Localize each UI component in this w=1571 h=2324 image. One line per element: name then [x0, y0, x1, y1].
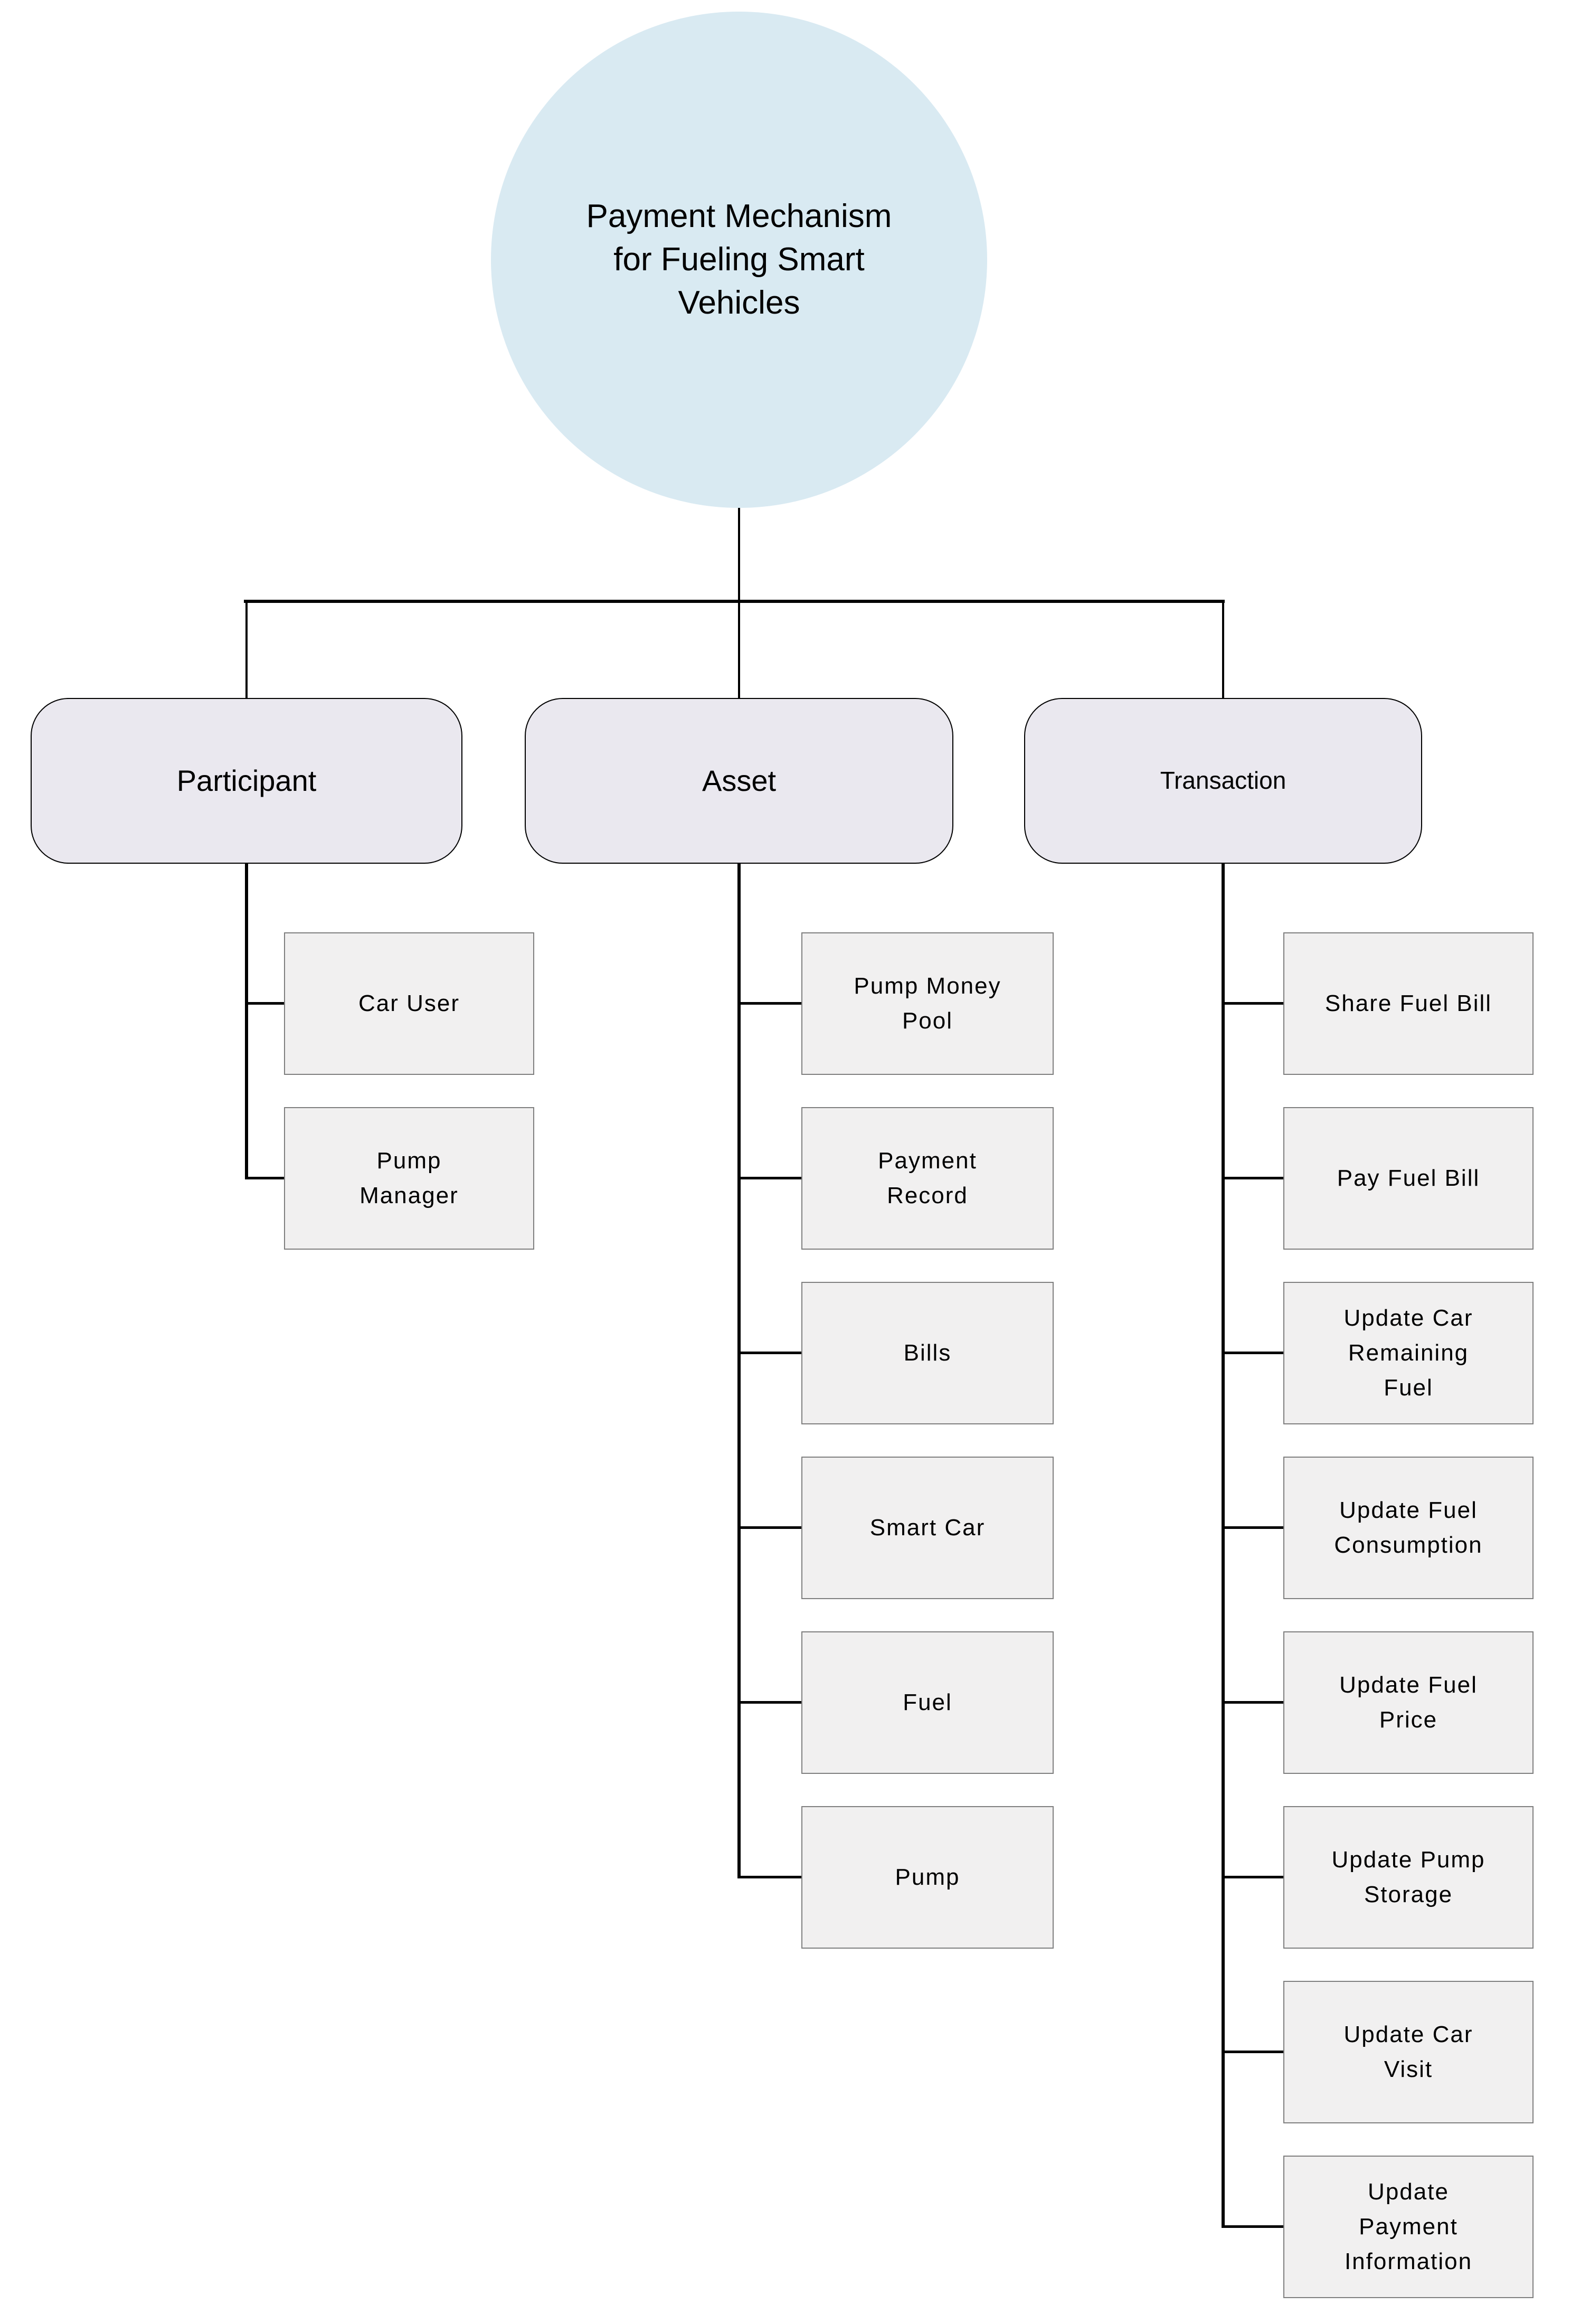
connector-participant-vertical	[245, 864, 248, 1179]
node-payment-record: Payment Record	[801, 1107, 1054, 1250]
connector-stub	[245, 1002, 284, 1005]
branch-participant: Participant	[31, 698, 462, 864]
connector-stub	[1222, 2051, 1283, 2053]
connector-drop-participant	[245, 602, 248, 698]
connector-stub	[1222, 1876, 1283, 1878]
connector-stub	[737, 1526, 801, 1529]
connector-stub	[737, 1352, 801, 1354]
connector-stub	[1222, 1352, 1283, 1354]
node-update-car-visit: Update Car Visit	[1283, 1981, 1534, 2123]
connector-stub	[1222, 1701, 1283, 1704]
connector-stub	[737, 1177, 801, 1179]
connector-stub	[737, 1876, 801, 1878]
node-smart-car: Smart Car	[801, 1457, 1054, 1599]
connector-drop-transaction	[1222, 602, 1224, 698]
node-share-fuel-bill: Share Fuel Bill	[1283, 932, 1534, 1075]
connector-drop-asset	[738, 602, 740, 698]
node-pump-money-pool: Pump Money Pool	[801, 932, 1054, 1075]
connector-crossbar	[244, 600, 1225, 603]
node-fuel: Fuel	[801, 1631, 1054, 1774]
branch-asset: Asset	[525, 698, 953, 864]
root-node: Payment Mechanism for Fueling Smart Vehi…	[491, 12, 987, 508]
connector-stub	[737, 1701, 801, 1704]
node-update-pump-storage: Update Pump Storage	[1283, 1806, 1534, 1949]
connector-stub	[1222, 2225, 1283, 2228]
node-update-fuel-price: Update Fuel Price	[1283, 1631, 1534, 1774]
node-bills: Bills	[801, 1282, 1054, 1424]
connector-stub	[1222, 1002, 1283, 1005]
node-car-user: Car User	[284, 932, 534, 1075]
node-pump: Pump	[801, 1806, 1054, 1949]
node-update-fuel-consumption: Update Fuel Consumption	[1283, 1457, 1534, 1599]
node-pump-manager: Pump Manager	[284, 1107, 534, 1250]
connector-asset-vertical	[737, 864, 741, 1878]
connector-transaction-vertical	[1222, 864, 1225, 2228]
node-update-car-remaining-fuel: Update Car Remaining Fuel	[1283, 1282, 1534, 1424]
connector-stub	[245, 1177, 284, 1179]
branch-transaction: Transaction	[1024, 698, 1422, 864]
connector-stub	[1222, 1177, 1283, 1179]
node-update-payment-information: Update Payment Information	[1283, 2156, 1534, 2298]
connector-trunk	[738, 507, 740, 601]
connector-stub	[737, 1002, 801, 1005]
node-pay-fuel-bill: Pay Fuel Bill	[1283, 1107, 1534, 1250]
connector-stub	[1222, 1526, 1283, 1529]
